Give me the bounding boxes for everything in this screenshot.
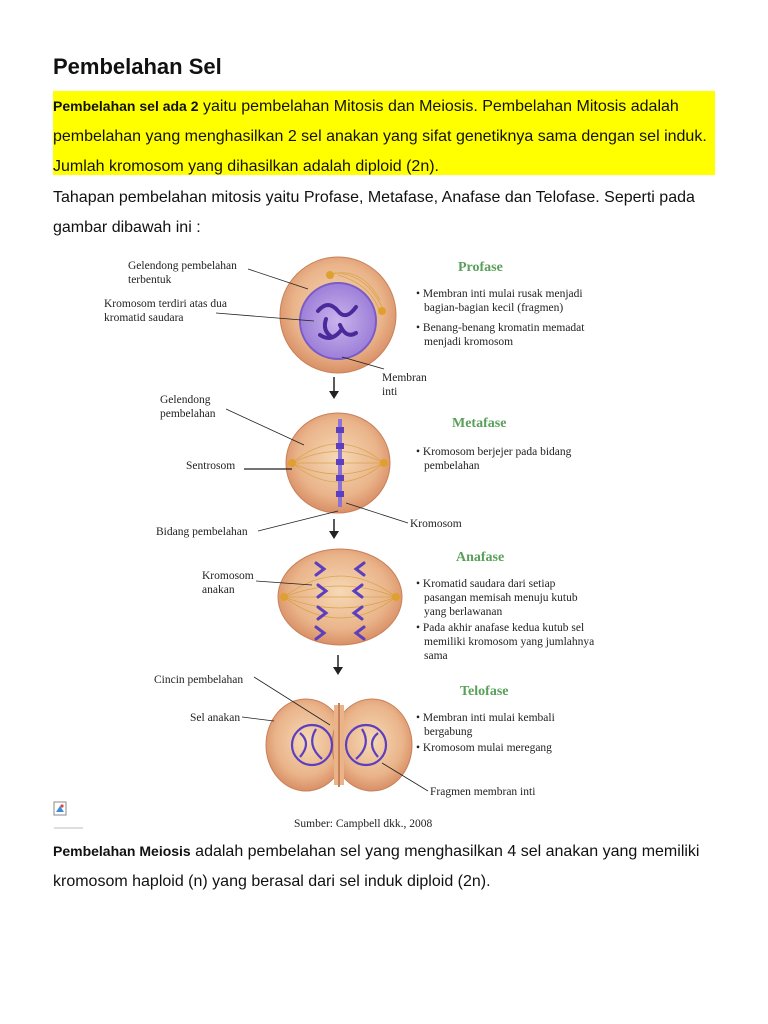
- profase-bullet-1b: bagian-bagian kecil (fragmen): [424, 302, 563, 314]
- telofase-bullet-1b: bergabung: [424, 726, 473, 738]
- intro-paragraph: Pembelahan sel ada 2 yaitu pembelahan Mi…: [53, 91, 713, 182]
- text-highlight: [53, 91, 715, 175]
- label-bidang-pembelahan: Bidang pembelahan: [156, 526, 248, 538]
- label-membran-2: inti: [382, 386, 397, 398]
- label-membran-1: Membran: [382, 372, 427, 384]
- anafase-bullet-2b: memiliki kromosom yang jumlahnya: [424, 636, 594, 648]
- stage-title-anafase: Anafase: [456, 550, 504, 565]
- anafase-bullet-2c: sama: [424, 650, 448, 662]
- profase-bullet-1a: • Membran inti mulai rusak menjadi: [416, 288, 583, 300]
- label-cincin-pembelahan: Cincin pembelahan: [154, 674, 243, 686]
- arrow-down-icon: [329, 519, 339, 539]
- anafase-bullet-1a: • Kromatid saudara dari setiap: [416, 578, 556, 590]
- label-kromosom-kromatid-2: kromatid saudara: [104, 312, 184, 324]
- page-title: Pembelahan Sel: [53, 54, 222, 79]
- label-sel-anakan: Sel anakan: [190, 712, 240, 724]
- label-gelendong-pembelahan-2: pembelahan: [160, 408, 216, 420]
- telofase-bullet-1a: • Membran inti mulai kembali: [416, 712, 555, 724]
- label-gelendong-terbentuk-2: terbentuk: [128, 274, 172, 286]
- anafase-bullet-2a: • Pada akhir anafase kedua kutub sel: [416, 622, 584, 634]
- profase-bullet-2b: menjadi kromosom: [424, 336, 513, 348]
- stage-title-metafase: Metafase: [452, 416, 506, 431]
- stage-title-profase: Profase: [458, 260, 503, 275]
- label-sentrosom: Sentrosom: [186, 460, 235, 472]
- profase-cell: [279, 256, 397, 374]
- broken-image-icon: [53, 800, 83, 830]
- anafase-cell: [277, 548, 403, 646]
- intro-text: yaitu pembelahan Mitosis dan Meiosis. Pe…: [53, 98, 707, 175]
- figure-source: Sumber: Campbell dkk., 2008: [294, 818, 433, 830]
- meiosis-bold: Pembelahan Meiosis: [53, 843, 191, 859]
- label-kromosom-anakan-1: Kromosom: [202, 570, 254, 582]
- telofase-bullet-2a: • Kromosom mulai meregang: [416, 742, 552, 754]
- arrow-down-icon: [329, 377, 339, 399]
- label-kromosom: Kromosom: [410, 518, 462, 530]
- anafase-bullet-1b: pasangan memisah menuju kutub: [424, 592, 578, 604]
- label-kromosom-kromatid-1: Kromosom terdiri atas dua: [104, 298, 227, 310]
- label-gelendong-terbentuk-1: Gelendong pembelahan: [128, 260, 237, 272]
- metafase-cell: [285, 412, 391, 514]
- meiosis-paragraph: Pembelahan Meiosis adalah pembelahan sel…: [53, 836, 723, 897]
- telofase-cell: [265, 698, 413, 792]
- meiosis-text: adalah pembelahan sel yang menghasilkan …: [53, 843, 700, 890]
- metafase-bullet-1b: pembelahan: [424, 460, 480, 472]
- anafase-bullet-1c: yang berlawanan: [424, 606, 502, 618]
- stage-title-telofase: Telofase: [460, 684, 508, 699]
- mitosis-figure: Gelendong pembelahan terbentuk Kromosom …: [104, 256, 594, 830]
- label-fragmen-membran-inti: Fragmen membran inti: [430, 786, 535, 798]
- label-kromosom-anakan-2: anakan: [202, 584, 235, 596]
- intro-bold: Pembelahan sel ada 2: [53, 98, 199, 114]
- profase-bullet-2a: • Benang-benang kromatin memadat: [416, 322, 585, 334]
- metafase-bullet-1a: • Kromosom berjejer pada bidang: [416, 446, 572, 458]
- label-gelendong-pembelahan-1: Gelendong: [160, 394, 211, 406]
- arrow-down-icon: [333, 655, 343, 675]
- tahapan-paragraph: Tahapan pembelahan mitosis yaitu Profase…: [53, 189, 695, 236]
